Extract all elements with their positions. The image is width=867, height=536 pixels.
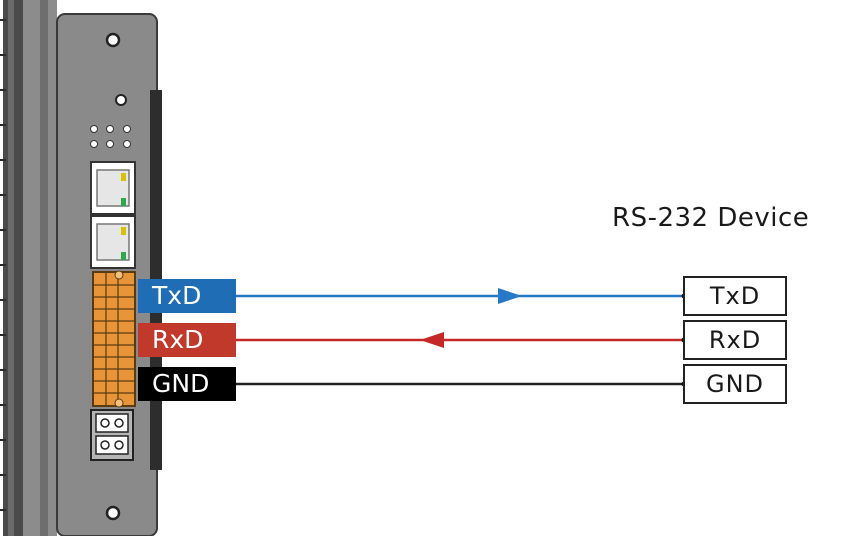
controller-label-rxd: RxD: [138, 323, 236, 357]
chassis-groove: [40, 0, 48, 536]
power-terminal-block: [90, 409, 134, 461]
wires: [236, 288, 687, 387]
device-title: RS-232 Device: [612, 203, 810, 233]
device-terminal-rxd: RxD: [683, 320, 787, 360]
reset-hole: [115, 94, 127, 106]
serial-terminal-block: [92, 270, 136, 408]
mount-hole-top: [105, 32, 121, 48]
rail-ridge: [8, 0, 14, 536]
status-leds: [90, 125, 131, 148]
ethernet-port-2: [90, 215, 136, 269]
mount-hole-bottom: [105, 505, 121, 521]
rail-ticks: [0, 19, 6, 511]
controller-label-txd: TxD: [138, 279, 236, 313]
rxd-direction-arrow-icon: [420, 332, 444, 348]
ethernet-port-1: [90, 161, 136, 215]
controller-label-gnd: GND: [138, 367, 236, 401]
controller-unit: [0, 0, 162, 536]
txd-direction-arrow-icon: [498, 288, 522, 304]
device-terminal-txd: TxD: [683, 276, 787, 316]
device-terminal-gnd: GND: [683, 364, 787, 404]
